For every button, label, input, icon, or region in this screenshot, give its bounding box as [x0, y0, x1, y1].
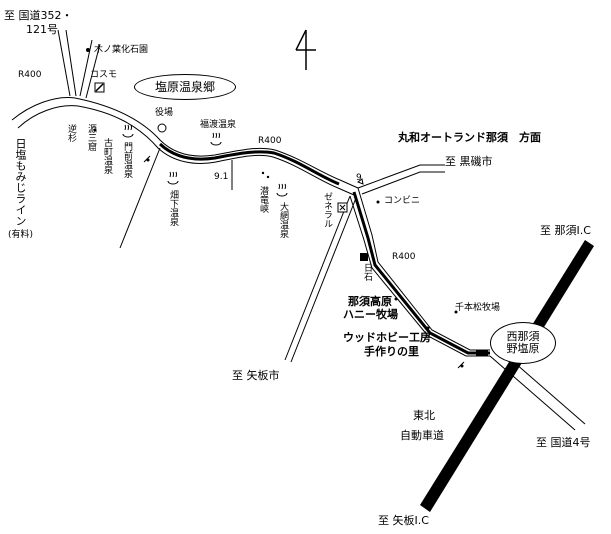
label-to-nasu-ic: 至 那須I.C [540, 224, 591, 237]
shiobara-onsen-oval: 塩原温泉郷 [134, 74, 236, 100]
label-tohoku: 東北 [413, 409, 435, 422]
label-oami-onsen: 大網温泉 [278, 202, 288, 238]
road-r400-main [74, 97, 490, 357]
label-monzen-onsen: 門前温泉 [122, 142, 132, 178]
general-station-icon [337, 202, 348, 213]
label-senryukyo: 潜竜峡 [258, 186, 268, 213]
road-to-yaita [284, 195, 357, 363]
nisseki-station-icon [360, 253, 368, 261]
gas-station-icon [94, 82, 105, 93]
label-nisseki: 日石 [362, 263, 372, 281]
label-expressway: 自動車道 [400, 429, 444, 442]
label-genzanmaru: 源三窟 [86, 124, 96, 151]
label-zenera: ゼネラル [322, 192, 332, 228]
label-junction-9: 9 [356, 173, 362, 183]
label-to-yaita-city: 至 矢板市 [232, 369, 280, 382]
label-r400-northwest: R400 [18, 70, 42, 80]
label-to-route4: 至 国道4号 [536, 436, 591, 449]
label-to-route352: 至 国道352・ [4, 9, 73, 22]
label-route121: 121号 [26, 23, 58, 36]
label-nikko-momiji-line: 日塩もみじライン [14, 138, 27, 226]
label-shiobara-onsen: 塩原温泉郷 [154, 80, 215, 94]
label-cosmo: コスモ [90, 70, 118, 80]
label-to-kuroiso: 至 黒磯市 [445, 155, 493, 168]
road-northwest [11, 29, 101, 129]
label-senbonmatsu-farm: 千本松牧場 [455, 303, 501, 313]
label-furumachi-onsen: 古町温泉 [102, 138, 112, 174]
label-hataori-onsen: 畑下温泉 [168, 190, 178, 226]
label-to-yaita-ic: 至 矢板I.C [378, 514, 429, 527]
label-toll: (有料) [8, 230, 34, 240]
side-roads [119, 147, 233, 249]
label-tezukuri-no-sato: 手作りの里 [364, 345, 419, 358]
label-honey-farm: ハニー牧場 [343, 308, 398, 321]
label-r400-southeast: R400 [392, 252, 416, 262]
label-yakuba: 役場 [155, 108, 174, 118]
label-maruwa-autoland: 丸和オートランド那須 方面 [398, 131, 541, 144]
label-kinoha-fossil-park: 木ノ葉化石園 [94, 45, 149, 55]
label-nasu-kogen: 那須高原 [348, 295, 392, 308]
small-dash-marks [143, 155, 488, 369]
onsen-icon [122, 124, 288, 197]
label-r400-mid: R400 [258, 136, 282, 146]
nishi-nasuno-ic-oval: 西那須 野塩原 [490, 322, 556, 364]
junction-marker-icon [356, 178, 364, 185]
road-to-kuroiso [357, 164, 445, 195]
label-km-9-1: 9.1 [214, 172, 229, 182]
label-nishi-nasuno-1: 西那須 [506, 330, 540, 343]
label-wood-hobby-kobo: ウッドホビー工房 [343, 331, 431, 344]
north-arrow-icon [295, 29, 316, 70]
label-fukuwata-onsen: 福渡温泉 [200, 120, 237, 130]
label-nishi-nasuno-2: 野塩原 [506, 342, 540, 355]
label-gyakusugi: 逆杉 [66, 124, 76, 142]
yakuba-marker-icon [157, 123, 167, 133]
label-konbini: コンビニ [384, 196, 421, 206]
tohoku-expressway [420, 240, 594, 512]
point-markers [86, 48, 464, 368]
